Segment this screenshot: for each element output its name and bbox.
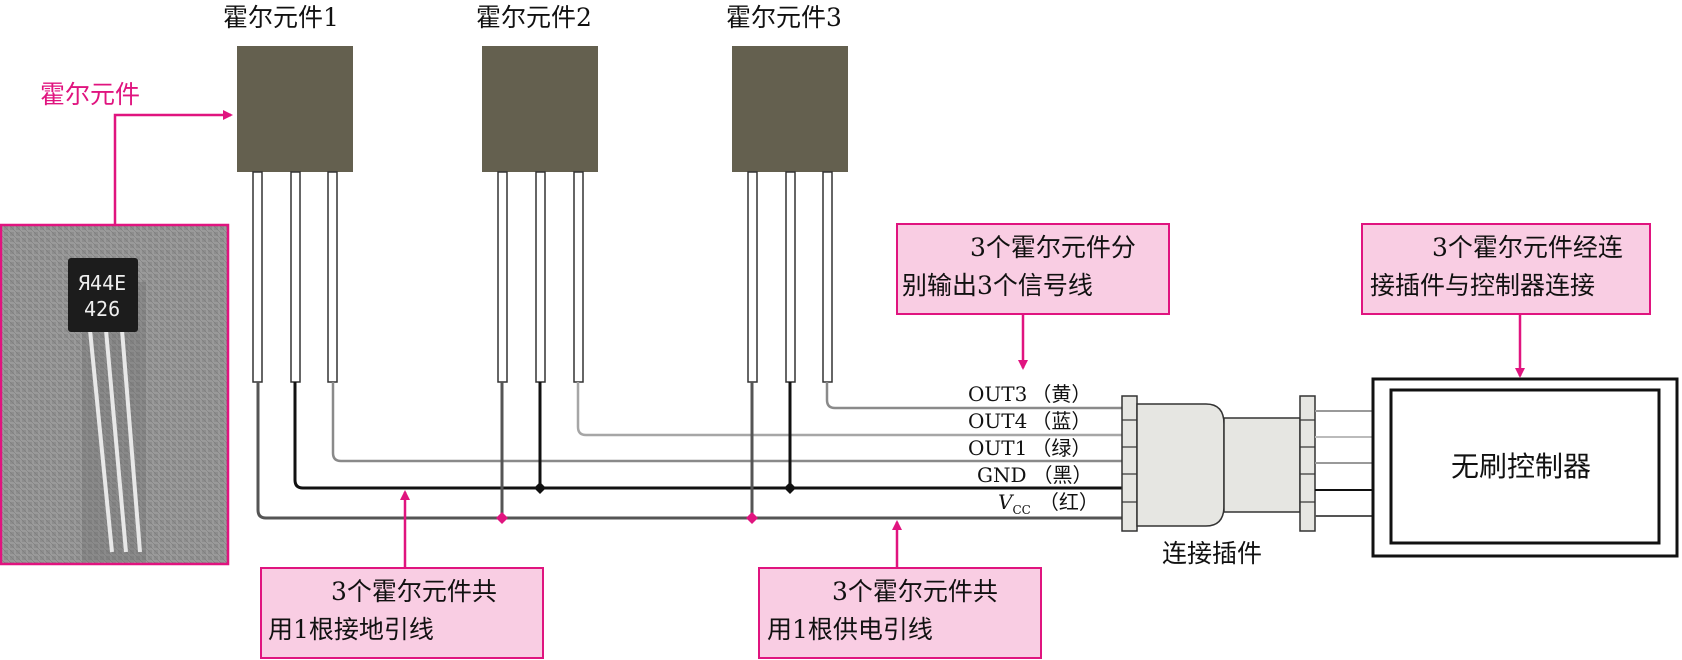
hall-sensor-2: 霍尔元件2	[476, 3, 598, 172]
callout-power: 3个霍尔元件共 用1根供电引线	[758, 520, 1042, 659]
hall-sensor-title: 霍尔元件1	[223, 3, 339, 32]
wire-label-out1: OUT1（绿）	[968, 436, 1091, 460]
callout-line1: 3个霍尔元件共	[832, 577, 998, 606]
vcc-junction-dot	[746, 512, 758, 524]
sensor-lead	[747, 171, 758, 383]
sensor-lead	[497, 171, 508, 383]
wire-labels: OUT3（黄） OUT4（蓝） OUT1（绿） GND（黑） VCC（红）	[968, 382, 1099, 517]
sensor-lead	[785, 171, 796, 383]
wire-out3	[825, 382, 1122, 410]
wire-label-out3: OUT3（黄）	[968, 382, 1091, 406]
photo-lead	[120, 329, 142, 553]
wire-label-vcc: VCC（红）	[998, 490, 1099, 517]
controller-label: 无刷控制器	[1451, 450, 1591, 483]
wires	[256, 382, 1122, 520]
connector-body	[1136, 403, 1225, 527]
callout-box	[758, 567, 1042, 659]
callout-signal-lines: 3个霍尔元件分 别输出3个信号线	[896, 223, 1170, 370]
controller-inner-frame	[1389, 388, 1661, 545]
photo-lead	[104, 329, 128, 553]
sensor-leads	[252, 171, 833, 383]
controller-wires	[1315, 410, 1373, 517]
wire-out1	[331, 382, 1122, 463]
callout-line1: 3个霍尔元件经连	[1432, 233, 1623, 262]
connector-plug	[1121, 395, 1316, 532]
wire-out4	[576, 382, 1122, 437]
sensor-lead	[252, 171, 263, 383]
connector-neck	[1223, 417, 1301, 513]
connector-right-flange	[1299, 395, 1316, 532]
wire-vcc	[256, 382, 1122, 520]
junction-dots	[496, 482, 796, 524]
sensor-lead	[822, 171, 833, 383]
callout-connection: 3个霍尔元件经连 接插件与控制器连接	[1361, 223, 1651, 378]
gnd-junction-dot	[534, 482, 546, 494]
hall-sensor-title: 霍尔元件3	[726, 3, 842, 32]
wire-label-out4: OUT4（蓝）	[968, 409, 1091, 433]
photo-marking-line1: Я44E	[78, 271, 126, 295]
callout-line1: 3个霍尔元件分	[970, 233, 1136, 262]
sensor-body	[237, 46, 353, 172]
brushless-controller: 无刷控制器	[1371, 377, 1679, 558]
callout-box	[896, 223, 1170, 315]
connector-label: 连接插件	[1162, 539, 1262, 568]
callout-box	[1361, 223, 1651, 315]
hall-sensor-1: 霍尔元件1	[223, 3, 353, 172]
callout-line1: 3个霍尔元件共	[331, 577, 497, 606]
vcc-junction-dot	[496, 512, 508, 524]
photo-inset: Я44E 426	[0, 223, 230, 566]
photo-component-body	[68, 258, 138, 332]
photo-marking-line2: 426	[84, 297, 120, 321]
connector-left-flange	[1121, 395, 1138, 532]
callout-line2: 用1根供电引线	[767, 615, 933, 644]
callout-box	[260, 567, 544, 659]
sensor-lead	[290, 171, 301, 383]
photo-caption: 霍尔元件	[40, 80, 140, 109]
callout-line2: 接插件与控制器连接	[1370, 271, 1595, 300]
photo-to-sensor-arrow	[113, 110, 233, 225]
wire-label-gnd: GND（黑）	[977, 463, 1093, 487]
sensor-lead	[535, 171, 546, 383]
callout-line2: 用1根接地引线	[268, 615, 434, 644]
callout-line2: 别输出3个信号线	[902, 271, 1093, 300]
callout-ground: 3个霍尔元件共 用1根接地引线	[260, 490, 544, 659]
sensor-body	[732, 46, 848, 172]
hall-sensor-3: 霍尔元件3	[726, 3, 848, 172]
wire-gnd	[293, 382, 1122, 490]
sensor-lead	[327, 171, 338, 383]
gnd-junction-dot	[784, 482, 796, 494]
sensor-body	[482, 46, 598, 172]
photo-lead	[88, 329, 114, 553]
hall-sensor-title: 霍尔元件2	[476, 3, 592, 32]
sensor-lead	[573, 171, 584, 383]
